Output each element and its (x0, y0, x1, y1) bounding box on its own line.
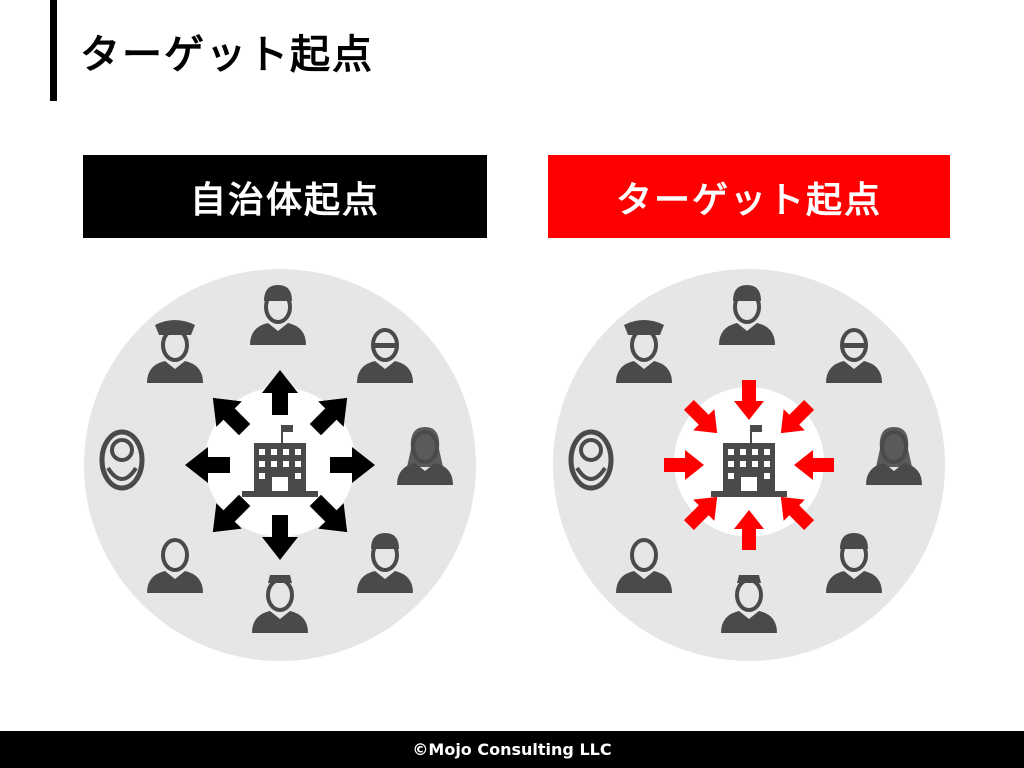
baby-icon (99, 429, 145, 491)
panel-label-target: ターゲット起点 (548, 155, 950, 238)
arrow-out-icon (309, 494, 348, 533)
arrow-in-icon (664, 450, 704, 480)
doctor-icon (357, 328, 413, 383)
panel-label-municipality: 自治体起点 (83, 155, 487, 238)
government-building-icon (711, 425, 787, 497)
nurse-icon (252, 575, 308, 633)
baby-icon (568, 429, 614, 491)
mechanic-icon (826, 533, 882, 593)
arrow-out-icon (309, 397, 348, 436)
arrow-out-icon (330, 447, 375, 483)
arrow-in-icon (734, 380, 764, 420)
arrow-in-icon (780, 399, 815, 434)
arrow-out-icon (212, 494, 251, 533)
diagram (84, 269, 945, 661)
woman-icon (397, 427, 453, 485)
construction-worker-icon (250, 285, 306, 345)
doctor-icon (826, 328, 882, 383)
panel-1 (553, 269, 945, 661)
construction-worker-icon (719, 285, 775, 345)
government-building-icon (242, 425, 318, 497)
panel-0 (84, 269, 476, 661)
arrow-in-icon (734, 510, 764, 550)
page-title: ターゲット起点 (80, 32, 374, 78)
police-officer-icon (616, 320, 672, 383)
police-officer-icon (147, 320, 203, 383)
arrow-in-icon (683, 399, 718, 434)
businessman-icon (147, 538, 203, 593)
footer-copyright: ©Mojo Consulting LLC (0, 731, 1024, 768)
arrow-in-icon (794, 450, 834, 480)
businessman-icon (616, 538, 672, 593)
arrow-in-icon (683, 496, 718, 531)
title-accent-bar (50, 0, 57, 101)
nurse-icon (721, 575, 777, 633)
mechanic-icon (357, 533, 413, 593)
woman-icon (866, 427, 922, 485)
arrow-out-icon (212, 397, 251, 436)
arrow-in-icon (780, 496, 815, 531)
arrow-out-icon (262, 515, 298, 560)
arrow-out-icon (262, 370, 298, 415)
arrow-out-icon (185, 447, 230, 483)
